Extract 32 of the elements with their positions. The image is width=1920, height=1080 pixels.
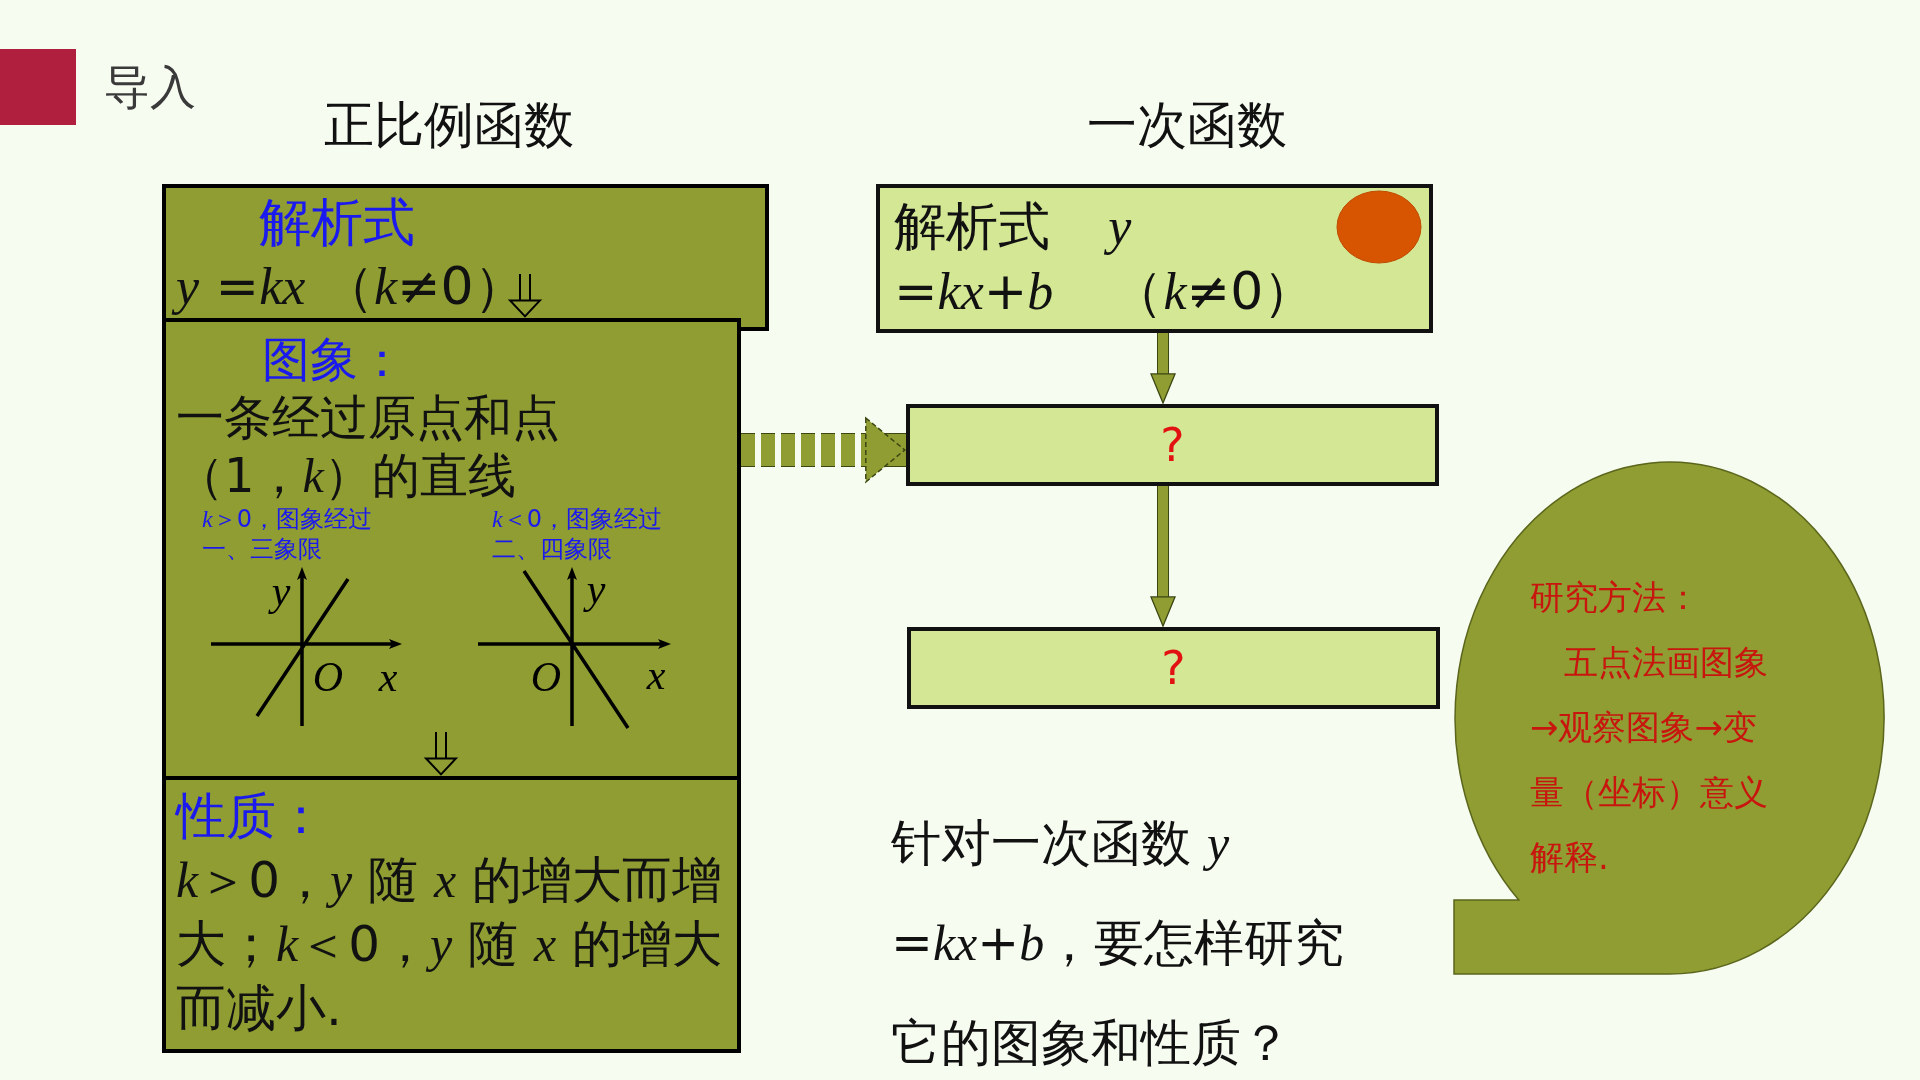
- column-heading: 一次函数: [1087, 95, 1287, 155]
- axis-label: x: [645, 654, 667, 696]
- question-mark: ?: [1161, 640, 1186, 696]
- block-arrow: [1150, 333, 1176, 404]
- block-arrow: [1150, 486, 1176, 627]
- slide-title: 导入: [104, 59, 196, 116]
- formula-box: [876, 184, 1433, 333]
- question-text: 针对一次函数 y =kx+b，要怎样研究它的图象和性质？: [891, 813, 1346, 1074]
- hollow-arrow: [509, 274, 541, 318]
- section-heading: 性质：: [174, 786, 327, 847]
- axis-label: O: [529, 656, 563, 698]
- axis-label: O: [311, 656, 345, 698]
- question-mark: ?: [1160, 417, 1185, 473]
- body-text: 解析式 y =kx+b （k≠0）: [894, 196, 1316, 321]
- formula-box: [162, 184, 769, 331]
- graph-caption: k＞0，图象经过一、三象限: [202, 504, 373, 564]
- column-heading: 正比例函数: [324, 95, 574, 155]
- axis-label: y: [267, 570, 295, 612]
- dashed-arrow: [741, 417, 906, 483]
- step-box: [906, 404, 1439, 486]
- section-heading: 研究方法：: [1529, 576, 1701, 619]
- body-text: 一条经过原点和点（1，k）的直线: [175, 388, 561, 505]
- axis-label: y: [582, 568, 610, 610]
- body-text: 五点法画图象→观察图象→变量（坐标）意义解释.: [1529, 641, 1769, 879]
- axis-label: x: [377, 656, 399, 698]
- section-heading: 解析式: [258, 191, 417, 254]
- speech-bubble: [1453, 460, 1886, 976]
- body-text: y =kx （k≠0）: [170, 254, 532, 319]
- step-box: [907, 627, 1440, 709]
- graph-caption: k＜0，图象经过二、四象限: [492, 504, 663, 564]
- section-heading: 图象：: [261, 330, 408, 388]
- body-text: k＞0，y 随 x 的增大而增大；k＜0，y 随 x 的增大而减小.: [175, 850, 724, 1039]
